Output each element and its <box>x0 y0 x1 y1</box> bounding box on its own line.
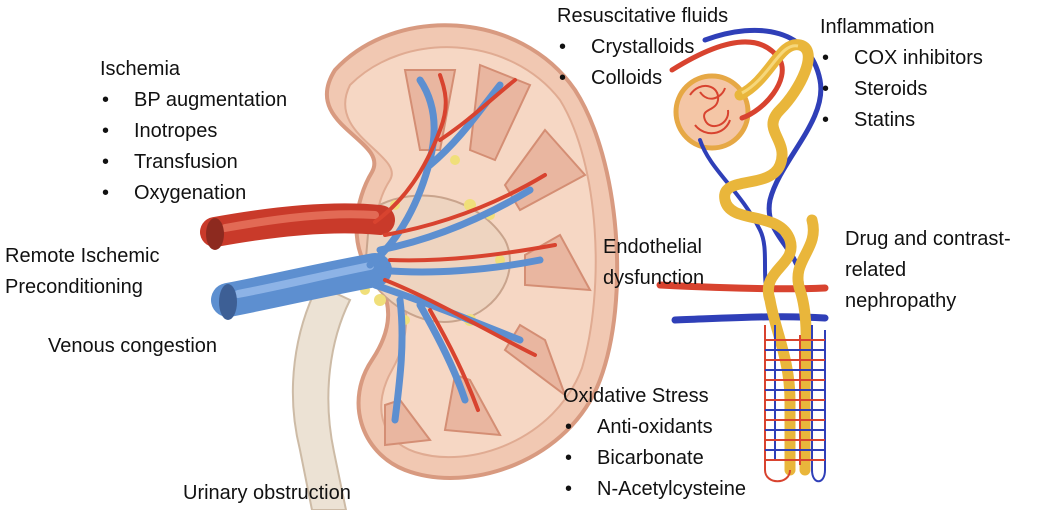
fluids-title: Resuscitative fluids <box>557 5 729 27</box>
urinary-text: Urinary obstruction <box>183 482 351 504</box>
list-item: Anti-oxidants <box>563 412 746 443</box>
list-item: Inotropes <box>100 116 287 147</box>
list-item: Crystalloids <box>557 32 728 63</box>
oxidative-title: Oxidative Stress <box>563 385 709 407</box>
vessel-branches <box>366 73 557 424</box>
remote-line-1: Remote Ischemic <box>5 245 160 267</box>
list-item: Colloids <box>557 63 728 94</box>
drug-nephropathy-label: Drug and contrast- related nephropathy <box>845 224 1011 317</box>
urinary-obstruction-label: Urinary obstruction <box>183 478 351 509</box>
endothelial-dysfunction-label: Endothelial dysfunction <box>603 232 704 294</box>
vein-opening <box>219 284 237 320</box>
list-item: Bicarbonate <box>563 443 746 474</box>
vasa-recta <box>764 325 826 483</box>
list-item: BP augmentation <box>100 85 287 116</box>
remote-preconditioning-label: Remote Ischemic Preconditioning <box>5 241 160 303</box>
ischemia-label-group: Ischemia BP augmentation Inotropes Trans… <box>100 54 287 209</box>
resuscitative-fluids-label-group: Resuscitative fluids Crystalloids Colloi… <box>557 1 728 94</box>
tubule-highlight <box>741 44 799 95</box>
endothelial-line-2: dysfunction <box>603 267 705 289</box>
remote-line-2: Preconditioning <box>5 276 143 298</box>
list-item: Steroids <box>820 74 983 105</box>
ischemia-list: BP augmentation Inotropes Transfusion Ox… <box>100 85 287 209</box>
nephron-tubule <box>719 39 819 476</box>
drug-line-1: Drug and contrast- <box>845 228 1011 250</box>
artery-opening <box>206 218 224 250</box>
ischemia-title: Ischemia <box>100 58 181 80</box>
oxidative-stress-label-group: Oxidative Stress Anti-oxidants Bicarbona… <box>563 381 746 505</box>
inflammation-title: Inflammation <box>820 16 935 38</box>
venous-text: Venous congestion <box>48 335 218 357</box>
renal-artery-highlight <box>221 210 379 232</box>
venous-congestion-label: Venous congestion <box>48 331 217 362</box>
list-item: Statins <box>820 105 983 136</box>
list-item: Transfusion <box>100 147 287 178</box>
renal-vein-highlight <box>234 262 374 298</box>
list-item: COX inhibitors <box>820 43 983 74</box>
drug-line-2: related <box>845 259 907 281</box>
ureter <box>291 283 352 510</box>
oxidative-list: Anti-oxidants Bicarbonate N-Acetylcystei… <box>563 412 746 505</box>
list-item: Oxygenation <box>100 178 287 209</box>
drug-line-3: nephropathy <box>845 290 957 312</box>
endothelial-line-1: Endothelial <box>603 236 702 258</box>
list-item: N-Acetylcysteine <box>563 474 746 505</box>
inflammation-list: COX inhibitors Steroids Statins <box>820 43 983 136</box>
fluids-list: Crystalloids Colloids <box>557 32 728 94</box>
inflammation-label-group: Inflammation COX inhibitors Steroids Sta… <box>820 12 983 136</box>
